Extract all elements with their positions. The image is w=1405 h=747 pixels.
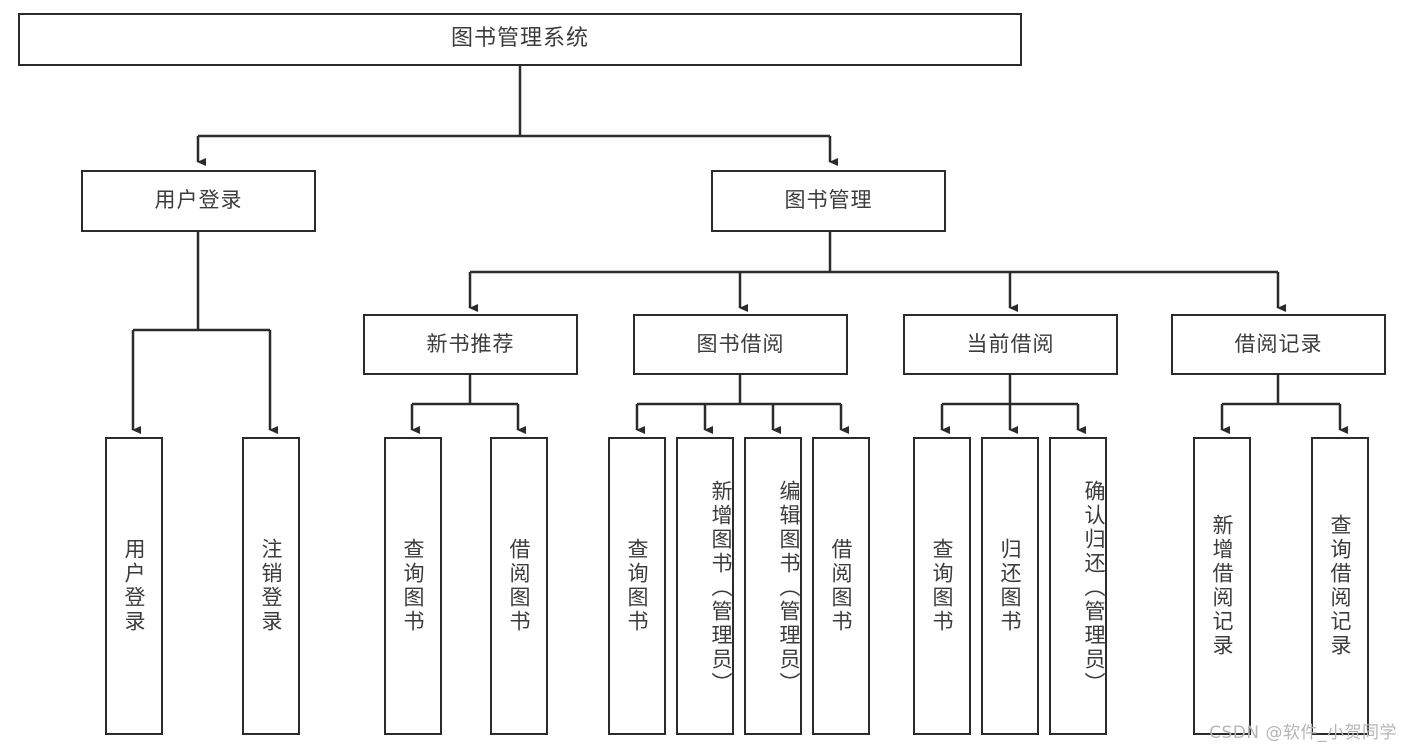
node-new-book-recommend[interactable]: 新书推荐 (363, 314, 578, 375)
node-book-borrow[interactable]: 图书借阅 (633, 314, 848, 375)
leaf-query-book-current[interactable]: 查询图书 (913, 437, 971, 735)
node-label: 新书推荐 (426, 331, 515, 356)
node-book-management[interactable]: 图书管理 (711, 170, 946, 232)
node-label: 图书管理系统 (450, 26, 589, 52)
node-label: 确认归还（管理员） (1082, 480, 1106, 696)
node-label: 归还图书 (998, 538, 1023, 634)
leaf-query-borrow-record[interactable]: 查询借阅记录 (1311, 437, 1369, 735)
node-label: 注销登录 (259, 538, 284, 634)
node-label: 编辑图书（管理员） (777, 480, 801, 696)
node-user-login[interactable]: 用户登录 (81, 170, 316, 232)
node-label: 借阅图书 (507, 538, 532, 634)
node-current-borrow[interactable]: 当前借阅 (903, 314, 1118, 375)
leaf-user-login[interactable]: 用户登录 (105, 437, 163, 735)
node-root-book-management-system[interactable]: 图书管理系统 (18, 13, 1022, 66)
node-label: 查询图书 (401, 538, 426, 634)
leaf-add-borrow-record[interactable]: 新增借阅记录 (1193, 437, 1251, 735)
leaf-query-book-recommend[interactable]: 查询图书 (384, 437, 442, 735)
node-label: 用户登录 (122, 538, 147, 634)
node-label: 新增借阅记录 (1210, 514, 1235, 658)
node-borrow-record[interactable]: 借阅记录 (1171, 314, 1386, 375)
node-label: 图书管理 (784, 188, 873, 213)
leaf-query-book-borrow[interactable]: 查询图书 (608, 437, 666, 735)
node-label: 查询借阅记录 (1328, 514, 1353, 658)
node-label: 借阅记录 (1234, 331, 1323, 356)
node-label: 当前借阅 (966, 331, 1055, 356)
node-label: 图书借阅 (696, 331, 785, 356)
node-label: 借阅图书 (829, 538, 854, 634)
node-label: 查询图书 (930, 538, 955, 634)
leaf-borrow-book[interactable]: 借阅图书 (812, 437, 870, 735)
leaf-edit-book-admin[interactable]: 编辑图书（管理员） (744, 437, 802, 735)
leaf-borrow-book-recommend[interactable]: 借阅图书 (490, 437, 548, 735)
leaf-confirm-return-admin[interactable]: 确认归还（管理员） (1049, 437, 1107, 735)
leaf-logout[interactable]: 注销登录 (242, 437, 300, 735)
leaf-return-book[interactable]: 归还图书 (981, 437, 1039, 735)
node-label: 新增图书（管理员） (709, 480, 733, 696)
watermark-text: CSDN @软件_小贺同学 (1209, 723, 1397, 743)
node-label: 查询图书 (625, 538, 650, 634)
node-label: 用户登录 (154, 188, 243, 213)
leaf-add-book-admin[interactable]: 新增图书（管理员） (676, 437, 734, 735)
